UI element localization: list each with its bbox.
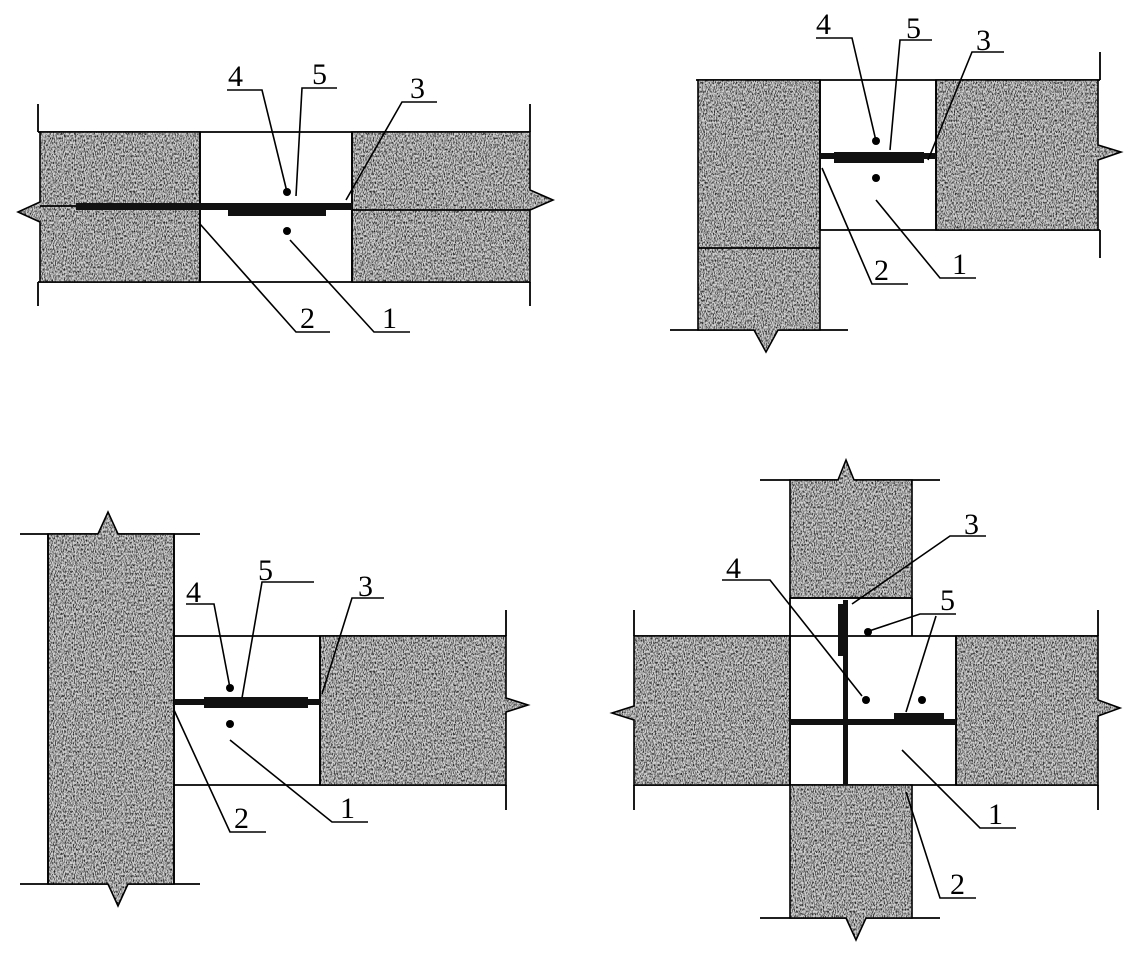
panel-c: 4 5 3 2 1 (20, 510, 531, 908)
leader-3 (321, 597, 384, 695)
anchor-plate (228, 203, 326, 216)
callout-3: 3 (410, 72, 425, 105)
leader-1 (875, 199, 976, 279)
wall-tie-strip (76, 203, 352, 210)
callout-3: 3 (976, 24, 991, 57)
masonry-block-left (609, 635, 791, 786)
wall-tie-horizontal (790, 719, 956, 725)
leader-4 (722, 579, 863, 697)
callout-2: 2 (300, 302, 315, 335)
leader-4 (816, 37, 877, 142)
anchor-plate-vertical (838, 604, 848, 656)
callout-3: 3 (964, 508, 979, 541)
callout-1: 1 (382, 302, 397, 335)
panel-b: 4 5 3 2 1 (670, 8, 1124, 354)
callout-2: 2 (234, 802, 249, 835)
leader-2 (821, 167, 908, 285)
masonry-block-right (935, 79, 1124, 231)
fixing-point (226, 720, 234, 728)
masonry-block-right (351, 131, 556, 283)
leader-1 (289, 239, 410, 333)
fixing-point (872, 174, 880, 182)
leader-3 (927, 51, 1004, 161)
leader-2 (199, 223, 330, 333)
callout-2: 2 (950, 868, 965, 901)
leader-5 (865, 613, 956, 633)
anchor-plate (834, 152, 924, 163)
leader-1 (229, 739, 368, 823)
callout-1: 1 (340, 792, 355, 825)
callout-4: 4 (228, 60, 243, 93)
callout-1: 1 (952, 248, 967, 281)
callout-1: 1 (988, 798, 1003, 831)
callout-4: 4 (726, 552, 741, 585)
leader-2 (173, 709, 266, 833)
panel-d: 4 3 5 1 2 (609, 457, 1123, 942)
masonry-block-right (955, 635, 1123, 786)
leader-5b (905, 615, 937, 713)
leader-5 (241, 581, 314, 699)
masonry-pier (697, 79, 821, 354)
callout-5: 5 (258, 554, 273, 587)
masonry-block-bottom (789, 784, 913, 942)
leader-4 (186, 603, 231, 689)
leader-5 (295, 87, 337, 197)
fixing-point (862, 696, 870, 704)
leader-5 (889, 39, 932, 151)
anchor-plate (204, 697, 308, 708)
fixing-point (283, 227, 291, 235)
wall-tie-vertical (843, 600, 848, 785)
callout-4: 4 (186, 576, 201, 609)
masonry-block-right (319, 635, 531, 786)
callout-5: 5 (312, 58, 327, 91)
fixing-point (918, 696, 926, 704)
callout-2: 2 (874, 254, 889, 287)
leader-3 (851, 535, 986, 605)
masonry-wall-vertical (47, 510, 175, 908)
leader-1 (901, 749, 1016, 829)
leader-2 (905, 791, 976, 899)
anchor-plate (894, 713, 944, 723)
callout-5: 5 (940, 584, 955, 617)
callout-4: 4 (816, 8, 831, 41)
leader-3 (345, 101, 437, 201)
panel-a: 4 5 3 2 1 (16, 58, 556, 335)
leader-4 (227, 89, 288, 193)
callout-3: 3 (358, 570, 373, 603)
callout-5: 5 (906, 12, 921, 45)
masonry-block-top (789, 457, 913, 599)
